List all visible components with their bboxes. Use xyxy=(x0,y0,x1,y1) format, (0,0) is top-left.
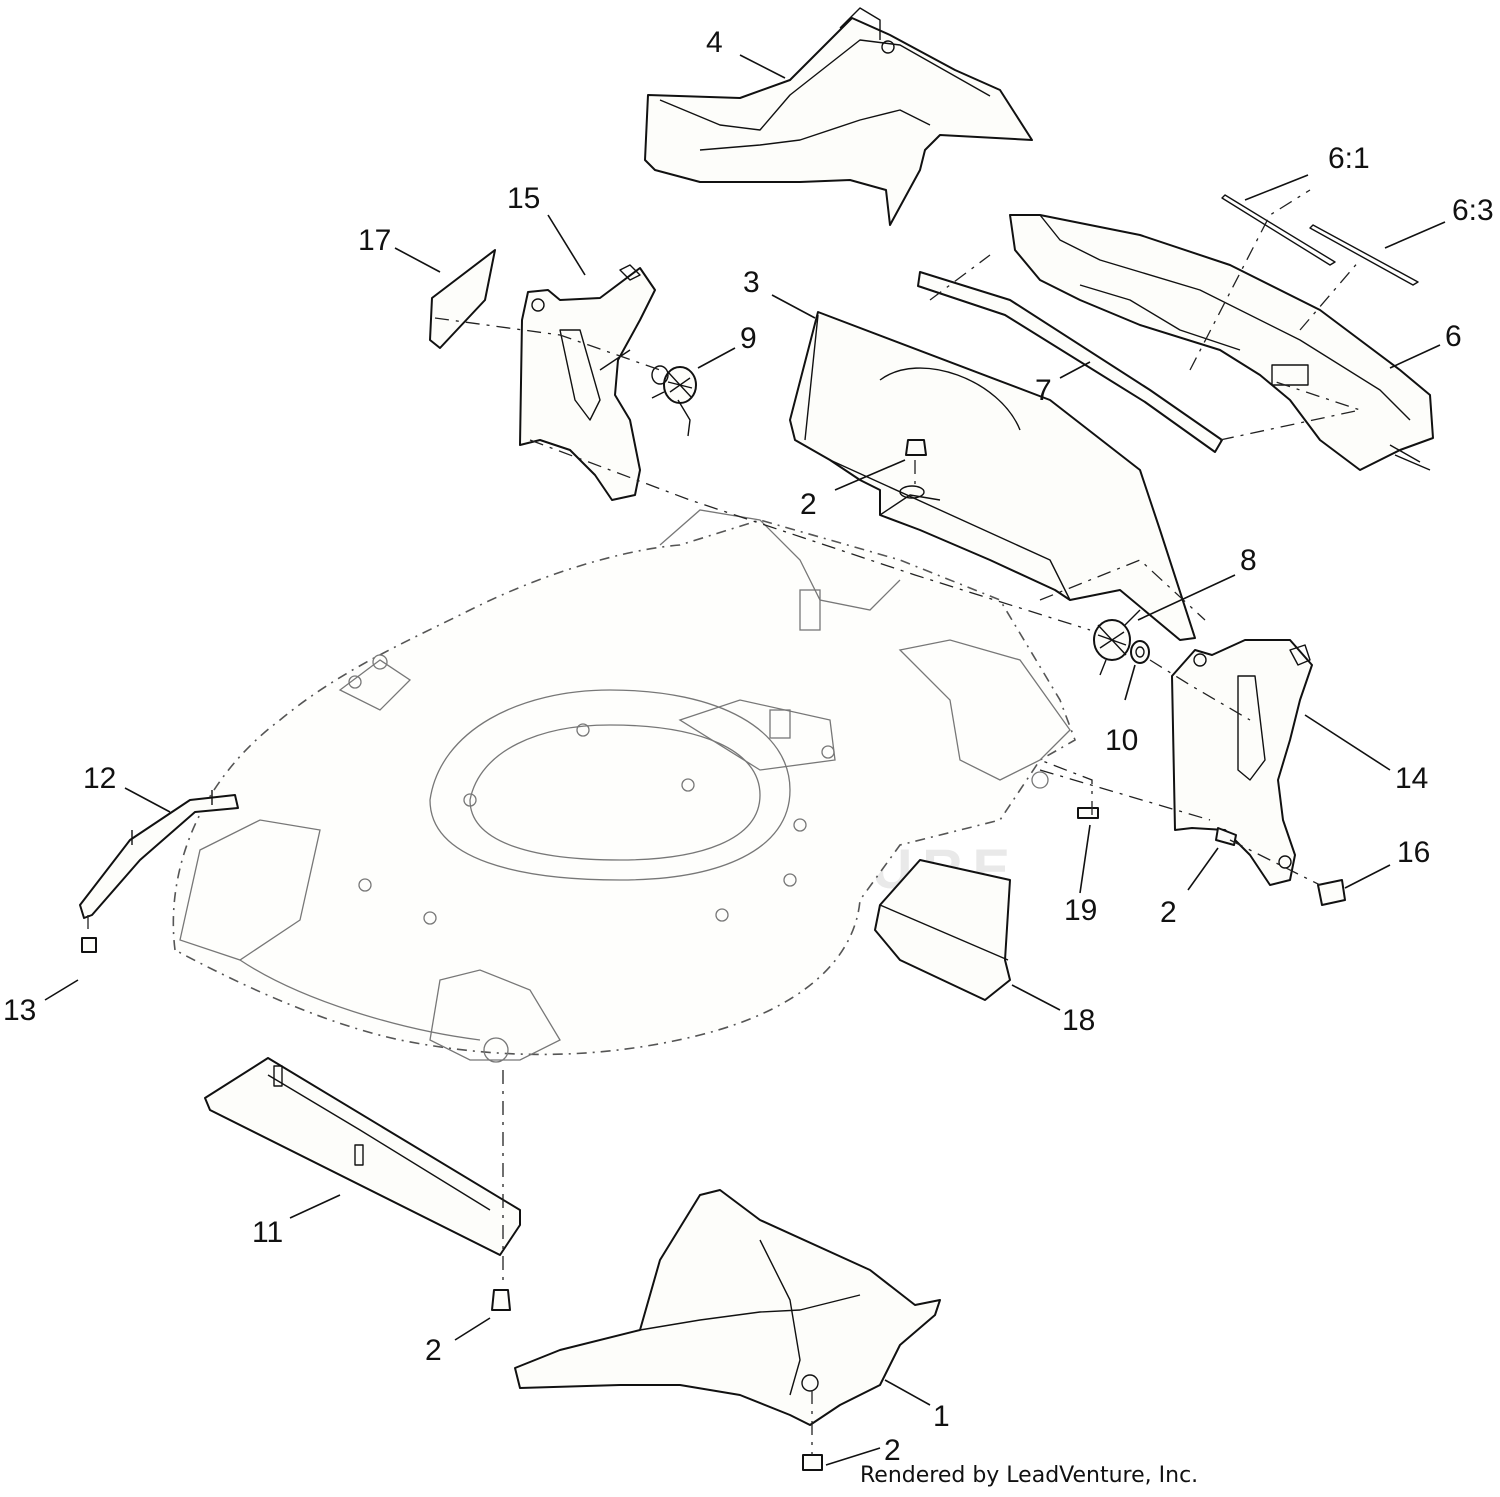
part-6-3-decal xyxy=(1309,224,1419,286)
callout-10: 10 xyxy=(1105,724,1138,757)
part-18-skirt xyxy=(874,859,1011,1001)
part-11-front-baffle xyxy=(204,1057,521,1256)
callout-13: 13 xyxy=(3,994,36,1027)
callout-2-lower-left: 2 xyxy=(425,1334,442,1367)
part-8-torsion-spring xyxy=(1093,609,1141,676)
part-4-upper-discharge-cover xyxy=(644,7,1033,226)
callout-2-bottom: 2 xyxy=(884,1434,901,1467)
callouts: 4 6:1 6:3 6 15 17 3 9 7 2 8 10 14 12 16 … xyxy=(3,26,1494,1467)
callout-4: 4 xyxy=(706,26,723,59)
part-2-bolt-upper xyxy=(905,439,927,456)
callout-12: 12 xyxy=(83,762,116,795)
callout-6-3: 6:3 xyxy=(1452,194,1494,227)
callout-15: 15 xyxy=(507,182,540,215)
callout-7: 7 xyxy=(1035,374,1052,407)
alignment-lines xyxy=(87,189,1363,1455)
part-2-bolt-bottom xyxy=(802,1454,823,1471)
callout-11: 11 xyxy=(252,1216,283,1249)
part-3-rear-deflector xyxy=(789,311,1196,641)
part-17-decal xyxy=(429,249,496,349)
callout-19: 19 xyxy=(1064,894,1097,927)
part-6-1-decal xyxy=(1221,194,1336,266)
callout-8: 8 xyxy=(1240,544,1257,577)
render-credit: Rendered by LeadVenture, Inc. xyxy=(860,1463,1198,1488)
callout-17: 17 xyxy=(358,224,391,257)
callout-18: 18 xyxy=(1062,1004,1095,1037)
part-15-left-height-plate xyxy=(519,264,656,501)
callout-6-1: 6:1 xyxy=(1328,142,1370,175)
part-6-rear-flap xyxy=(1009,214,1434,471)
part-14-right-height-plate xyxy=(1171,639,1313,886)
callout-3: 3 xyxy=(743,266,760,299)
callout-16: 16 xyxy=(1397,836,1430,869)
part-19-screw xyxy=(1077,807,1099,819)
leader-lines xyxy=(44,54,1446,1466)
callout-1: 1 xyxy=(933,1400,950,1433)
callout-6: 6 xyxy=(1445,320,1462,353)
callout-9: 9 xyxy=(740,322,757,355)
part-13-screw xyxy=(81,937,97,953)
callout-2-right: 2 xyxy=(1160,896,1177,929)
part-7-hinge-rod xyxy=(917,271,1223,453)
callout-14: 14 xyxy=(1395,762,1428,795)
mower-deck xyxy=(172,509,1076,1063)
callout-2-upper: 2 xyxy=(800,488,817,521)
part-16-bolt xyxy=(1317,879,1346,906)
part-10-washer xyxy=(1130,640,1150,664)
part-2-bolt-lower-left xyxy=(491,1289,511,1311)
part-9-torsion-spring xyxy=(651,365,697,437)
part-1-front-chute xyxy=(514,1189,941,1426)
